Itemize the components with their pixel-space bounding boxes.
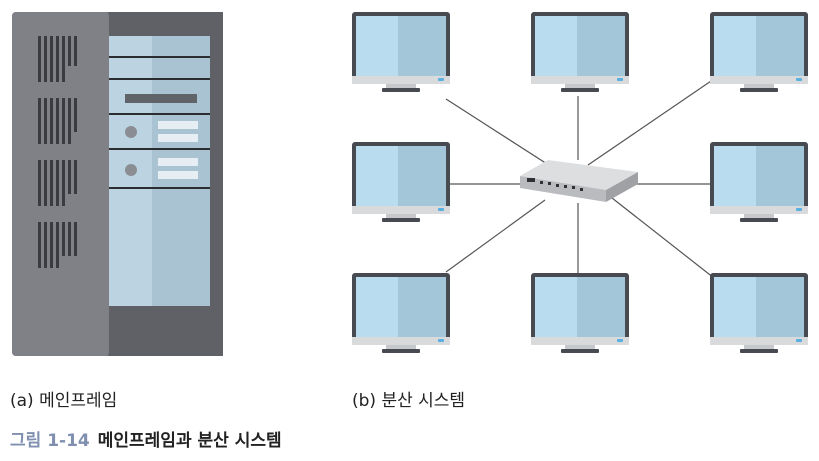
figure-illustration (12, 12, 808, 356)
network-hub-icon (520, 160, 638, 202)
network-cables (445, 78, 715, 279)
monitor-icon (531, 12, 629, 92)
monitor-icon (710, 273, 808, 353)
monitor-icon (352, 273, 450, 353)
caption-mainframe: (a) 메인프레임 (10, 391, 118, 411)
monitor-icon (352, 142, 450, 222)
monitor-icon (710, 12, 808, 92)
caption-distributed-system: (b) 분산 시스템 (352, 391, 466, 411)
monitor-icon (710, 142, 808, 222)
monitor-icon (352, 12, 450, 92)
monitor-icon (531, 273, 629, 353)
mainframe-server-icon (12, 12, 223, 356)
figure-caption: 그림 1-14 메인프레임과 분산 시스템 (10, 426, 282, 451)
figure-number: 그림 1-14 (10, 431, 90, 451)
figure-title: 메인프레임과 분산 시스템 (97, 431, 282, 451)
